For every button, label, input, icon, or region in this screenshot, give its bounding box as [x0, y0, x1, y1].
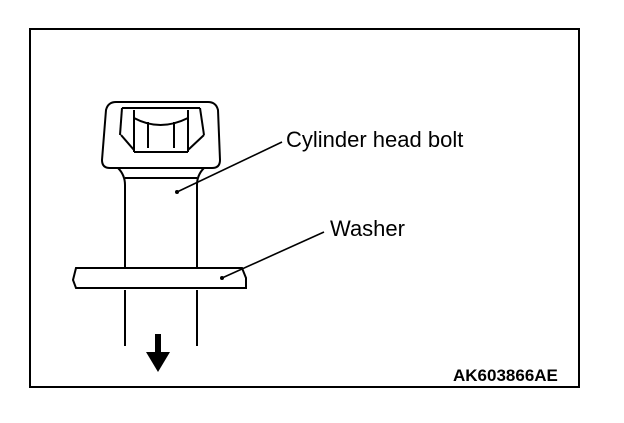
washer-leader-line: [221, 231, 325, 279]
bolt-shank: [117, 167, 205, 346]
washer-shape: [71, 267, 247, 289]
down-arrow-icon: [146, 334, 170, 372]
washer-label: Washer: [330, 216, 405, 241]
figure-code: AK603866AE: [453, 366, 558, 385]
bolt-leader-dot: [175, 190, 179, 194]
bolt-head: [100, 101, 222, 169]
bolt-leader-line: [176, 141, 283, 193]
washer-leader-dot: [220, 276, 224, 280]
figure-frame: [29, 28, 580, 388]
bolt-label: Cylinder head bolt: [286, 127, 464, 152]
